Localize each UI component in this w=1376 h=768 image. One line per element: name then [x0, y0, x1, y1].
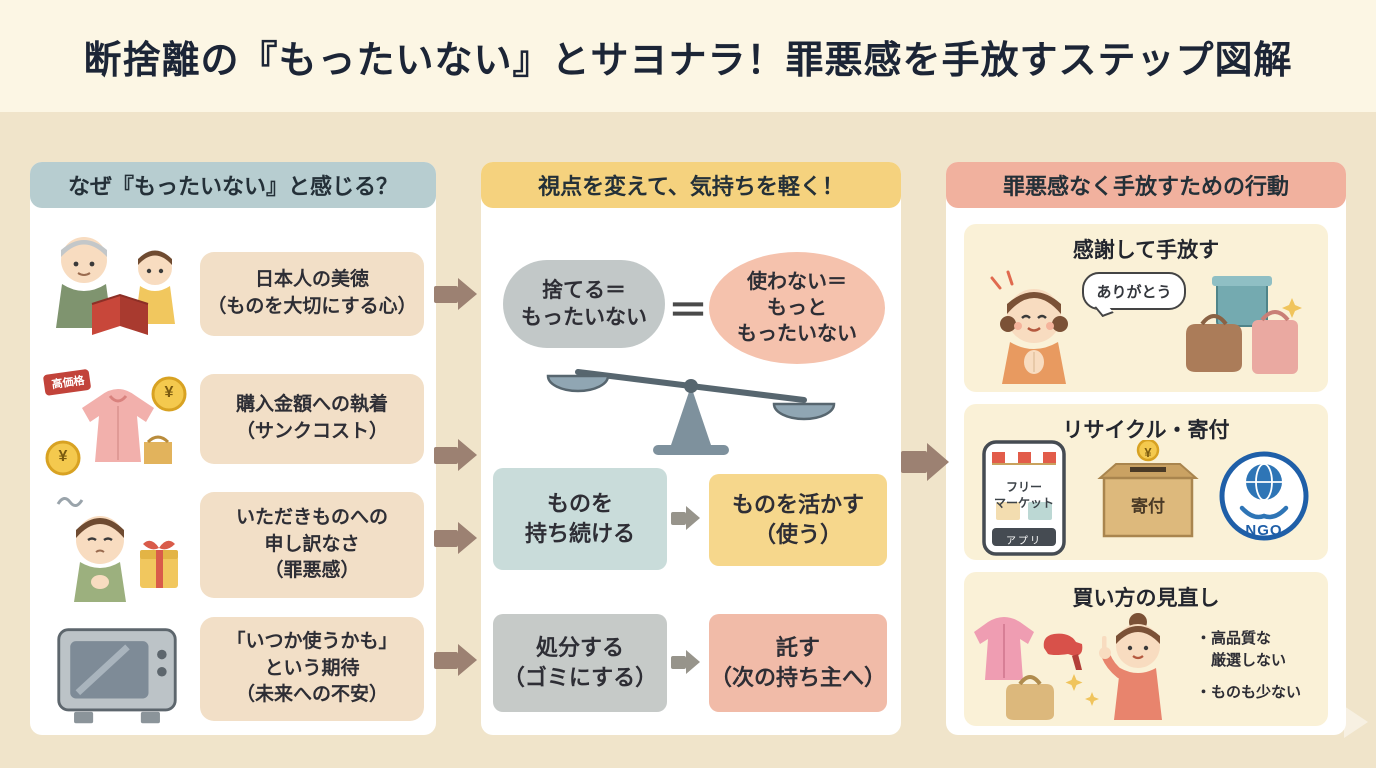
arrow-right-icon: [434, 439, 477, 471]
buying-tip: ・高品質な 厳選しない: [1196, 630, 1287, 669]
grateful-woman-with-items-icon: [974, 268, 1314, 391]
unused-bubble: 使わない＝ もっと もったいない: [709, 252, 885, 364]
cause-future-anxiety-box: 「いつか使うかも」 という期待 （未来への不安）: [200, 617, 424, 721]
cause-sunk-cost-box: 購入金額への執着 （サンクコスト）: [200, 374, 424, 464]
buying-tip: ・ものも少ない: [1196, 683, 1302, 701]
panel-causes: なぜ『もったいない』と感じる？ 日本人の美徳 （ものを大切にする心）: [30, 162, 436, 735]
grandparent-and-child-reading-icon: [42, 224, 192, 354]
card-let-go-with-thanks: 感謝して手放す: [964, 224, 1328, 392]
donation-box-label: 寄付: [1131, 497, 1165, 516]
causes-header: なぜ『もったいない』と感じる？: [30, 162, 436, 208]
yen-coin-label: ¥: [164, 384, 174, 401]
reframe-header: 視点を変えて、気持ちを軽く！: [481, 162, 901, 208]
yen-coin-label: ¥: [58, 448, 68, 465]
card-title: 感謝して手放す: [1072, 239, 1220, 262]
card-title: 買い方の見直し: [1072, 587, 1220, 610]
equals-sign: ＝: [668, 289, 708, 333]
keep-things-box: ものを 持ち続ける: [493, 468, 667, 570]
app-banner-label: アプリ: [1006, 536, 1042, 547]
balance-scale-icon: [516, 358, 866, 463]
recycle-donate-icons: [974, 438, 1314, 560]
discard-bubble: 捨てる＝ もったいない: [503, 260, 665, 348]
cause-guilt-box: いただきものへの 申し訳なさ （罪悪感）: [200, 492, 424, 598]
cause-virtue-box: 日本人の美徳 （ものを大切にする心）: [200, 252, 424, 336]
ngo-label: NGO: [1245, 522, 1283, 539]
flea-market-app-label: フリー マーケット: [993, 480, 1054, 510]
panel-actions: 罪悪感なく手放すための行動 感謝して手放す: [946, 162, 1346, 735]
page-title: 断捨離の『もったいない』とサヨナラ！罪悪感を手放すステップ図解: [83, 39, 1293, 82]
dispose-box: 処分する （ゴミにする）: [493, 614, 667, 712]
arrow-right-icon: [901, 443, 949, 481]
worried-woman-with-gift-icon: [44, 490, 184, 625]
arrow-right-icon: [434, 522, 477, 554]
title-bar: 断捨離の『もったいない』とサヨナラ！罪悪感を手放すステップ図解: [0, 0, 1376, 112]
arrow-right-icon: [434, 278, 477, 310]
use-things-box: ものを活かす （使う）: [709, 474, 887, 566]
donation-coin-label: ¥: [1144, 445, 1152, 460]
arrow-right-icon: [671, 506, 700, 530]
thank-you-speech-bubble: ありがとう: [1082, 272, 1186, 310]
card-rethink-buying: 買い方の見直し: [964, 572, 1328, 726]
shopping-review-icons: [970, 608, 1185, 726]
arrow-right-icon: [434, 644, 477, 676]
clothes-and-coins-icon: 高価格 ¥ ¥: [40, 362, 190, 492]
card-title: リサイクル・寄付: [1062, 419, 1230, 442]
panel-reframe: 視点を変えて、気持ちを軽く！ 捨てる＝ もったいない ＝ 使わない＝ もっと も…: [481, 162, 901, 735]
entrust-box: 託す （次の持ち主へ）: [709, 614, 887, 712]
actions-header: 罪悪感なく手放すための行動: [946, 162, 1346, 208]
buying-tips-list: ・高品質な 厳選しない ・ものも少ない: [1196, 628, 1324, 713]
watermark: [1344, 706, 1368, 738]
old-tv-icon: [42, 624, 192, 734]
card-recycle-donate: リサイクル・寄付: [964, 404, 1328, 560]
arrow-right-icon: [671, 650, 700, 674]
